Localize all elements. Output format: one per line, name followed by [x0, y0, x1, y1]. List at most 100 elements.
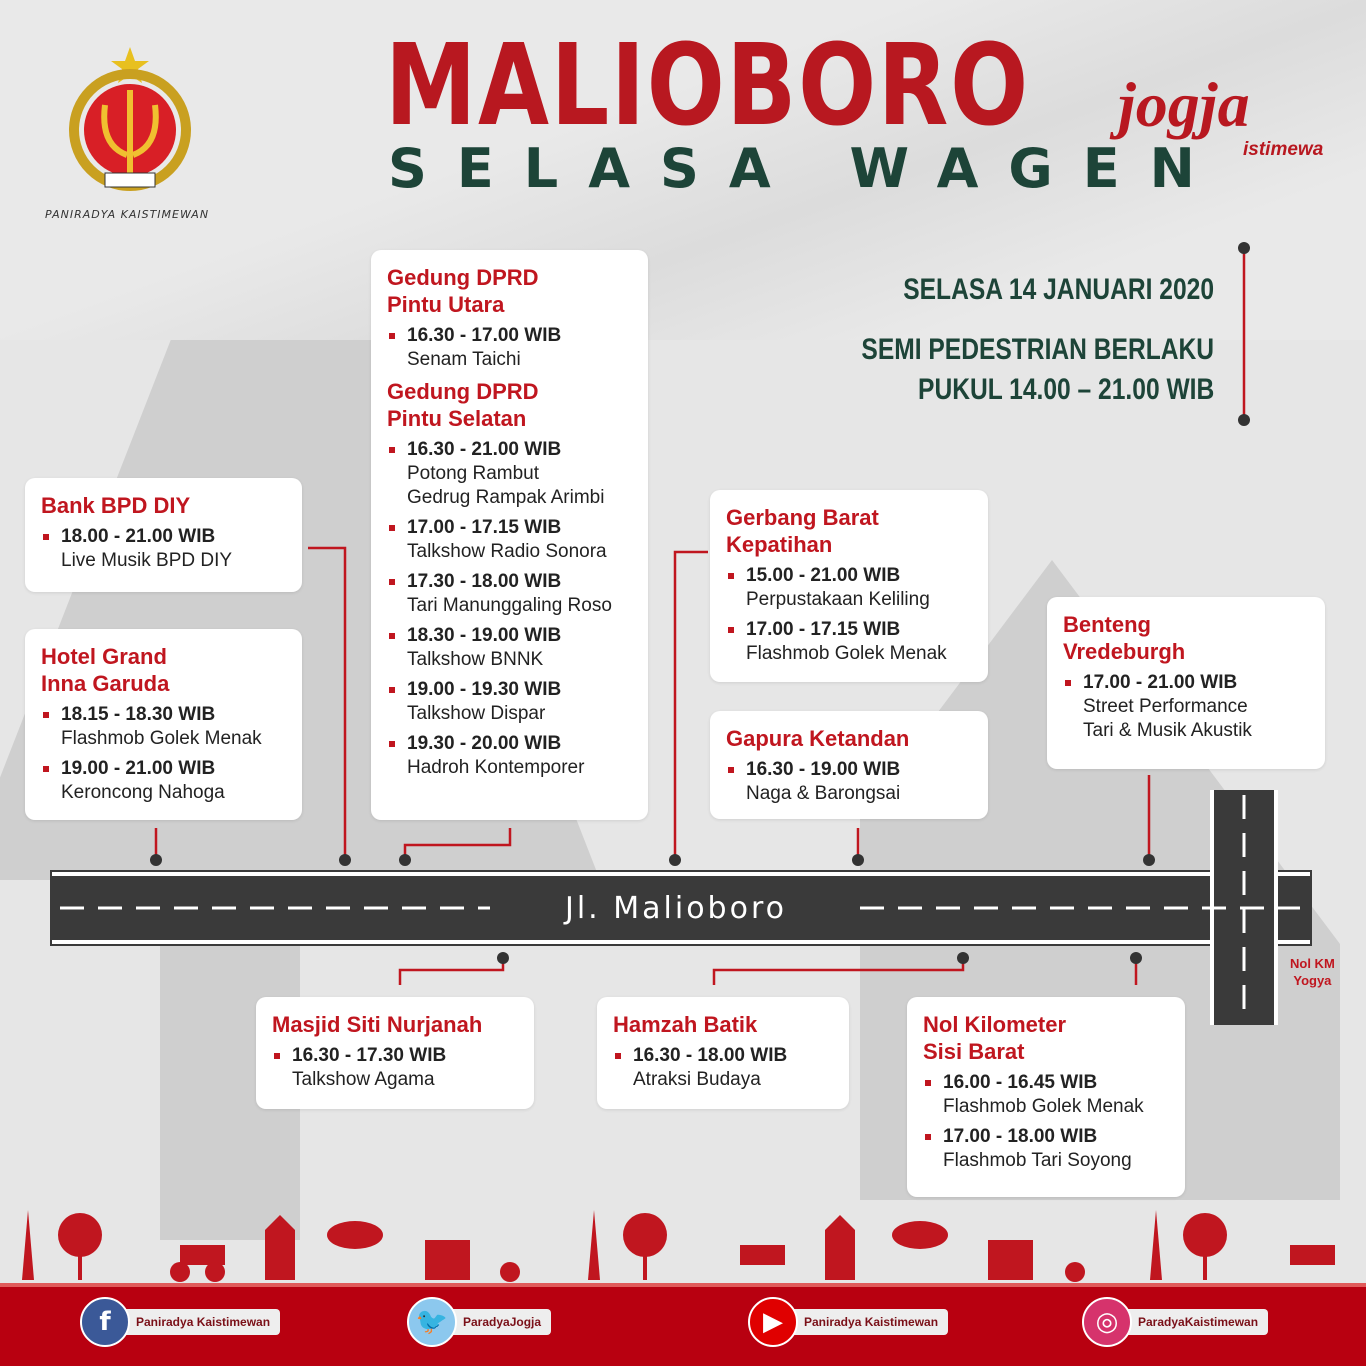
location-title-line: Gapura Ketandan	[726, 726, 910, 751]
cultural-skyline-decoration	[22, 1210, 1335, 1282]
event-date: SELASA 14 JANUARI 2020	[903, 273, 1214, 306]
event-item: 16.30 - 17.00 WIB Senam Taichi	[387, 324, 632, 372]
background-shape	[0, 0, 1366, 340]
jogja-brand-tagline: istimewa	[1243, 139, 1324, 160]
location-title-line: Nol Kilometer	[923, 1012, 1067, 1037]
event-item: 19.00 - 19.30 WIB Talkshow Dispar	[387, 678, 632, 726]
event-description: Keroncong Nahoga	[61, 782, 225, 803]
location-title-line: Bank BPD DIY	[41, 493, 191, 518]
facebook-icon: f	[80, 1297, 130, 1347]
location-title-line: Hamzah Batik	[613, 1012, 758, 1037]
event-time: 16.30 - 17.00 WIB	[407, 325, 562, 346]
social-link[interactable]: ◎ParadyaKaistimewan	[1082, 1297, 1279, 1347]
location-title-line: Vredeburgh	[1063, 639, 1186, 664]
jogja-brand-logo: jogja	[1118, 69, 1250, 140]
event-time: 17.00 - 18.00 WIB	[943, 1126, 1098, 1147]
event-description: Flashmob Golek Menak	[943, 1096, 1144, 1117]
event-time: 16.30 - 18.00 WIB	[633, 1045, 788, 1066]
event-time: 17.00 - 17.15 WIB	[746, 619, 901, 640]
social-link[interactable]: 🐦ParadyaJogja	[407, 1297, 579, 1347]
event-description: Flashmob Tari Soyong	[943, 1150, 1132, 1171]
event-description: Atraksi Budaya	[633, 1069, 761, 1090]
event-description: Perpustakaan Keliling	[746, 589, 930, 610]
location-title: Bank BPD DIY	[41, 492, 286, 519]
event-description: Tari Manunggaling Roso	[407, 595, 612, 616]
event-time: 15.00 - 21.00 WIB	[746, 565, 901, 586]
twitter-icon: 🐦	[407, 1297, 457, 1347]
event-item: 19.30 - 20.00 WIB Hadroh Kontemporer	[387, 732, 632, 780]
event-description: Senam Taichi	[407, 349, 521, 370]
event-description: Flashmob Golek Menak	[746, 643, 947, 664]
event-time: 18.15 - 18.30 WIB	[61, 704, 216, 725]
pedestrian-notice: SEMI PEDESTRIAN BERLAKU	[861, 333, 1214, 366]
location-title-line: Pintu Selatan	[387, 406, 527, 431]
event-time: 19.30 - 20.00 WIB	[407, 733, 562, 754]
instagram-icon: ◎	[1082, 1297, 1132, 1347]
location-title-line: Sisi Barat	[923, 1039, 1025, 1064]
event-time: 19.00 - 21.00 WIB	[61, 758, 216, 779]
location-title-line: Hotel Grand	[41, 644, 167, 669]
page-title: MALIOBORO	[385, 21, 1030, 151]
event-time: 19.00 - 19.30 WIB	[407, 679, 562, 700]
event-item: 17.00 - 18.00 WIB Flashmob Tari Soyong	[923, 1125, 1169, 1173]
event-description: Street Performance	[1083, 696, 1248, 717]
location-title-line: Kepatihan	[726, 532, 833, 557]
nol-km-line: Nol KM	[1290, 956, 1335, 971]
event-item: 18.15 - 18.30 WIB Flashmob Golek Menak	[41, 703, 286, 751]
location-title: Masjid Siti Nurjanah	[272, 1011, 518, 1038]
org-name: PANIRADYA KAISTIMEWAN	[45, 208, 210, 221]
nol-km-label: Nol KM Yogya	[1290, 955, 1335, 989]
social-handle: Paniradya Kaistimewan	[786, 1309, 949, 1335]
event-time: 18.00 - 21.00 WIB	[61, 526, 216, 547]
event-item: 16.30 - 18.00 WIB Atraksi Budaya	[613, 1044, 833, 1092]
event-item: 17.30 - 18.00 WIB Tari Manunggaling Roso	[387, 570, 632, 618]
event-item: 15.00 - 21.00 WIB Perpustakaan Keliling	[726, 564, 972, 612]
event-time: 17.30 - 18.00 WIB	[407, 571, 562, 592]
location-title-line: Gerbang Barat	[726, 505, 879, 530]
social-handle: Paniradya Kaistimewan	[118, 1309, 281, 1335]
social-link[interactable]: ▶Paniradya Kaistimewan	[748, 1297, 949, 1347]
event-item: 17.00 - 17.15 WIB Flashmob Golek Menak	[726, 618, 972, 666]
event-description: Naga & Barongsai	[746, 783, 901, 804]
event-description: Flashmob Golek Menak	[61, 728, 262, 749]
social-handle: ParadyaJogja	[445, 1309, 552, 1335]
road-name: Jl. Malioboro	[565, 891, 787, 926]
event-description: Hadroh Kontemporer	[407, 757, 585, 778]
event-description: Talkshow BNNK	[407, 649, 544, 670]
location-title: Gapura Ketandan	[726, 725, 972, 752]
event-time: 16.30 - 17.30 WIB	[292, 1045, 447, 1066]
location-title: Hamzah Batik	[613, 1011, 833, 1038]
page-subtitle: SELASA WAGEN	[388, 137, 1225, 200]
nol-km-line: Yogya	[1293, 973, 1332, 988]
location-title-line: Masjid Siti Nurjanah	[272, 1012, 483, 1037]
paniradya-emblem	[69, 47, 191, 191]
location-card-hamzah: Hamzah Batik 16.30 - 18.00 WIB Atraksi Bud…	[597, 997, 849, 1109]
location-title-line: Gedung DPRD	[387, 265, 539, 290]
event-description: Talkshow Dispar	[407, 703, 546, 724]
event-time: 17.00 - 21.00 WIB	[1083, 672, 1238, 693]
event-time: 17.00 - 17.15 WIB	[407, 517, 562, 538]
